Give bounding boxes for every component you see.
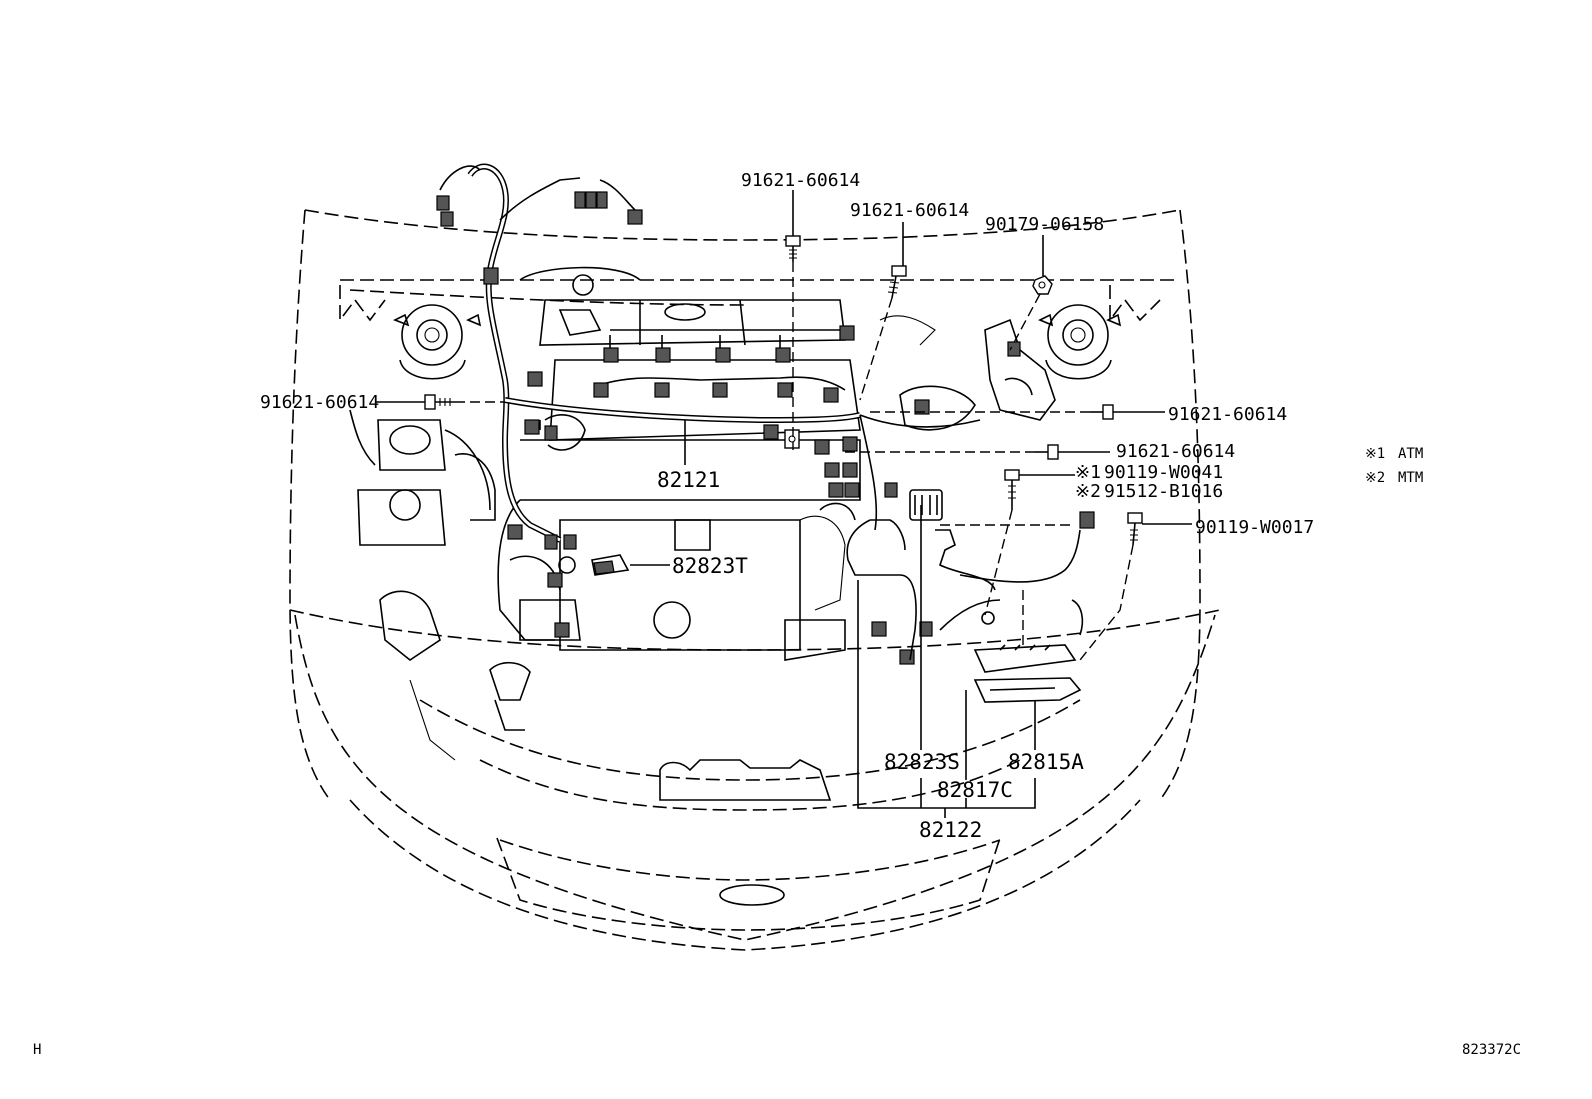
label-bolt-left: 91621-60614 [260, 392, 379, 413]
legend: ※1 ATM ※2 MTM [1365, 446, 1423, 486]
label-bolt-top-right: 91621-60614 [850, 200, 969, 221]
label-part-82815a: 82815A [1008, 750, 1084, 774]
bolt-icon [785, 235, 801, 262]
legend-text-2: MTM [1398, 470, 1423, 486]
label-part-82823s: 82823S [884, 750, 960, 774]
label-part-82122: 82122 [919, 818, 982, 842]
legend-text-1: ATM [1398, 446, 1423, 462]
legend-mark-2: ※2 [1365, 470, 1385, 486]
bolt-icon [1004, 469, 1020, 510]
footer: H 823372C [33, 1042, 1521, 1058]
bolts [424, 235, 1143, 546]
legend-mark-1: ※1 [1365, 446, 1385, 462]
main-wire-harness [439, 163, 981, 543]
label-bolt-right-1: 91621-60614 [1168, 404, 1287, 425]
bolt-icon [1035, 444, 1059, 460]
footer-diagram-code: 823372C [1462, 1042, 1521, 1058]
clip-icon [784, 429, 800, 449]
label-bolt-right-3: 90119-W0017 [1195, 517, 1314, 538]
atm-mark: ※1 [1075, 462, 1101, 483]
label-part-82823t: 82823T [672, 554, 748, 578]
bolt-icon [1090, 404, 1114, 420]
footer-left-code: H [33, 1042, 41, 1058]
sub-wire-harness [846, 489, 1084, 703]
leader-lines [375, 190, 1192, 818]
label-bolt-right-2: 91621-60614 [1116, 441, 1235, 462]
bolt-icon [1127, 512, 1143, 546]
part-labels: 91621-60614 91621-60614 90179-06158 9162… [260, 170, 1314, 842]
label-part-82121: 82121 [657, 468, 720, 492]
strut-towers [393, 304, 1122, 380]
mtm-mark: ※2 [1075, 481, 1101, 502]
nut-icon [1032, 275, 1053, 295]
label-bolt-top-center: 91621-60614 [741, 170, 860, 191]
vehicle-body-outline [289, 209, 1221, 951]
left-components [349, 409, 531, 761]
bolt-icon [887, 265, 907, 299]
label-part-82817c: 82817C [937, 778, 1013, 802]
label-bolt-atm: 90119-W0041 [1104, 462, 1223, 483]
connector-82823t [558, 554, 630, 576]
harness-connectors [436, 191, 1095, 665]
bolt-icon [424, 394, 455, 410]
label-bolt-mtm: 91512-B1016 [1104, 481, 1223, 502]
label-nut-top-right: 90179-06158 [985, 214, 1104, 235]
